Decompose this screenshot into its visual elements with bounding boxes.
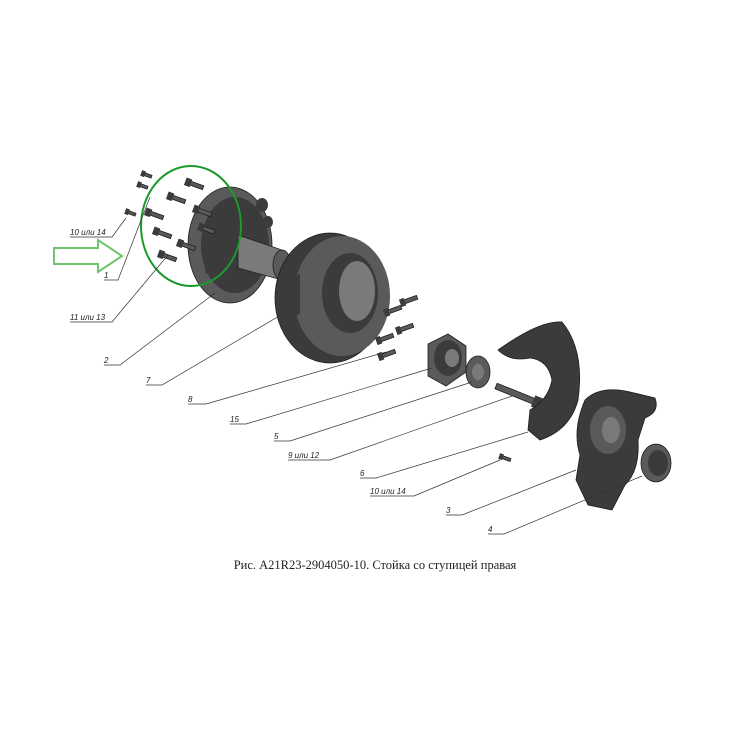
hub-flange: [187, 186, 292, 304]
pointer-arrow-icon: [53, 238, 124, 274]
small-bolt: [498, 453, 512, 463]
brake-disc: [274, 232, 390, 364]
wheel-hub: [427, 333, 467, 387]
label-1: 1: [104, 271, 108, 280]
dust-cap: [640, 443, 672, 483]
label-10-or-14-bottom: 10 или 14: [370, 487, 406, 496]
label-9-or-12: 9 или 12: [288, 451, 320, 460]
label-15: 15: [230, 415, 239, 424]
figure-caption: Рис. A21R23-2904050-10. Стойка со ступиц…: [233, 558, 517, 572]
disc-bolts: [374, 294, 419, 362]
label-2: 2: [103, 356, 109, 365]
steering-knuckle: [575, 389, 657, 511]
label-3: 3: [446, 506, 451, 515]
wheel-bolts: [124, 170, 216, 263]
highlight-circle: [140, 165, 242, 287]
leader-lines: [70, 196, 643, 535]
label-8: 8: [188, 395, 193, 404]
brake-shield: [497, 321, 580, 441]
label-4: 4: [488, 525, 493, 534]
callout-labels: 10 или 14 1 11 или 13 2 7 8 15 5 9 или 1…: [70, 228, 493, 534]
label-11-or-13: 11 или 13: [70, 313, 106, 322]
label-10-or-14-top: 10 или 14: [70, 228, 106, 237]
label-5: 5: [274, 432, 279, 441]
label-6: 6: [360, 469, 365, 478]
label-7: 7: [146, 376, 151, 385]
bearing: [465, 355, 491, 389]
